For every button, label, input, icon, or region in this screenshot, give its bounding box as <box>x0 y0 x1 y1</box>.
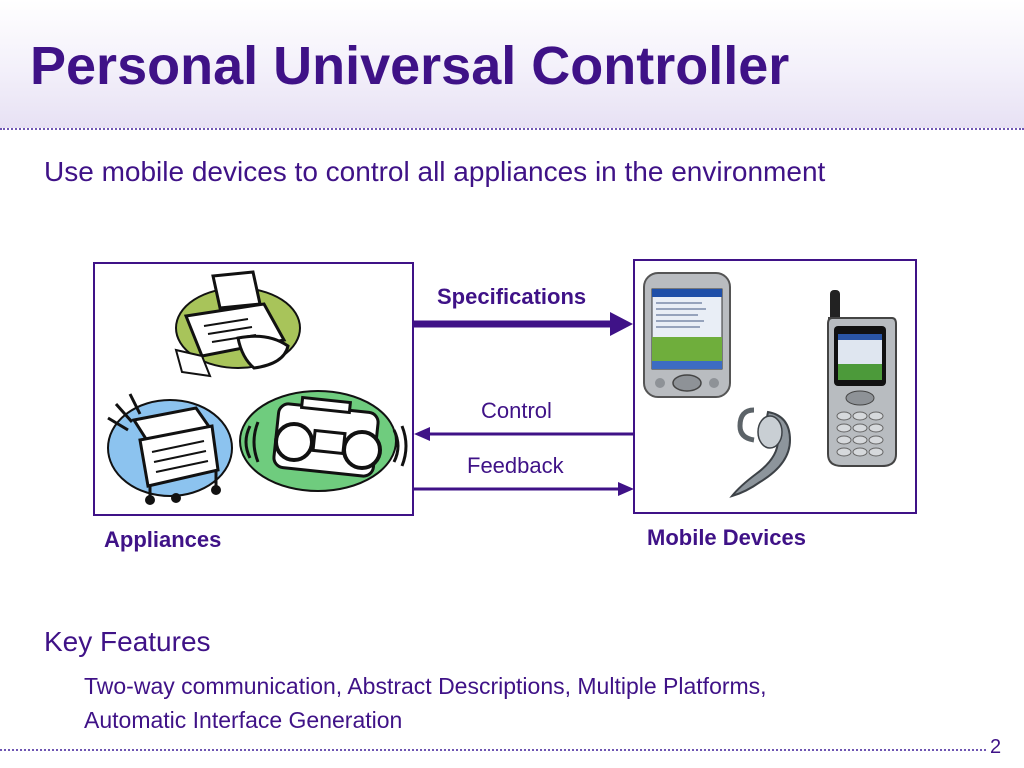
cell-phone-icon <box>827 290 897 467</box>
key-features-line-2: Automatic Interface Generation <box>84 707 403 733</box>
feedback-arrow-head <box>618 482 634 496</box>
mobile-devices-label: Mobile Devices <box>647 525 806 550</box>
control-label: Control <box>481 398 552 423</box>
page-title: Personal Universal Controller <box>30 36 790 96</box>
specifications-label: Specifications <box>437 284 587 309</box>
boombox-icon <box>239 390 408 492</box>
pda-icon <box>643 272 731 398</box>
title-band <box>0 0 1024 128</box>
key-features-line-1: Two-way communication, Abstract Descript… <box>84 673 767 699</box>
footer-divider <box>0 749 986 751</box>
subtitle: Use mobile devices to control all applia… <box>44 156 826 187</box>
page-number: 2 <box>990 736 1002 758</box>
bluetooth-headset-icon <box>729 407 792 498</box>
printer-icon <box>107 393 233 505</box>
fax-machine-icon <box>174 270 301 378</box>
control-arrow-head <box>414 427 430 441</box>
feedback-label: Feedback <box>467 453 564 478</box>
key-features-heading: Key Features <box>44 626 211 657</box>
title-divider <box>0 128 1024 130</box>
appliances-label: Appliances <box>104 527 222 552</box>
specifications-arrow-head <box>610 312 633 336</box>
